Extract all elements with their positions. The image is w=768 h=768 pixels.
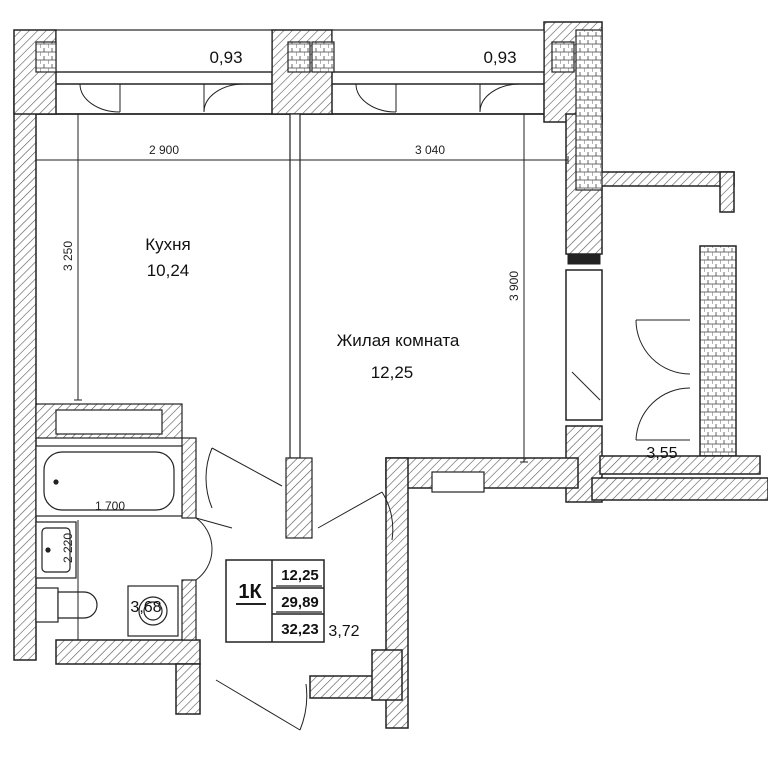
partition-end bbox=[285, 457, 313, 539]
bath-right-wall bbox=[181, 437, 197, 519]
dimension-lines bbox=[35, 113, 569, 640]
hall-area: 3,72 bbox=[328, 623, 359, 640]
loggia-area: 3,55 bbox=[646, 445, 677, 462]
kitchen-area: 10,24 bbox=[147, 261, 190, 280]
badge-value-1: 12,25 bbox=[281, 567, 319, 584]
bath-right-wall-lower bbox=[181, 579, 197, 641]
toilet bbox=[35, 587, 98, 623]
dim-bath-depth: 2 220 bbox=[61, 533, 75, 563]
badge-value-2: 29,89 bbox=[281, 594, 319, 611]
dim-living-depth: 3 900 bbox=[507, 271, 521, 301]
dim-living-width: 3 040 bbox=[415, 143, 445, 157]
loggia-doors bbox=[567, 253, 691, 441]
bathroom-door bbox=[195, 517, 233, 581]
kitchen-door bbox=[205, 447, 283, 509]
badge-type: 1К bbox=[238, 581, 262, 603]
balcony-area-left: 0,93 bbox=[209, 48, 242, 67]
living-name: Жилая комната bbox=[337, 331, 460, 350]
apartment-badge: 1К 12,25 29,89 32,23 bbox=[225, 559, 325, 643]
dim-bath-width: 1 700 bbox=[95, 499, 125, 513]
living-area: 12,25 bbox=[371, 363, 414, 382]
hall-shelf bbox=[431, 471, 485, 493]
badge-value-3: 32,23 bbox=[281, 621, 319, 638]
kitchen-name: Кухня bbox=[145, 235, 191, 254]
dim-kitchen-width: 2 900 bbox=[149, 143, 179, 157]
bathroom-area: 3,68 bbox=[130, 599, 161, 616]
kitchen-living-partition bbox=[289, 113, 301, 459]
balcony-doors bbox=[60, 83, 538, 113]
entrance-door bbox=[215, 679, 308, 731]
balcony-area-right: 0,93 bbox=[483, 48, 516, 67]
sink bbox=[35, 521, 77, 579]
dim-kitchen-depth: 3 250 bbox=[61, 241, 75, 271]
window-strips bbox=[35, 29, 603, 191]
washing-machine bbox=[127, 585, 179, 637]
living-door bbox=[317, 491, 394, 541]
counter bbox=[55, 409, 163, 435]
